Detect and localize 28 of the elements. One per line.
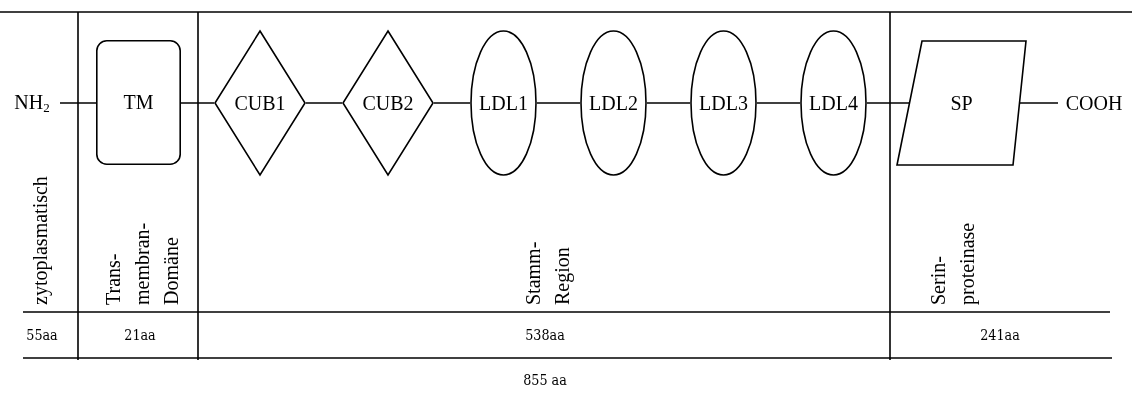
- connector-line: [59, 102, 97, 104]
- total-length-label: 855 aa: [523, 371, 567, 389]
- connector-line: [866, 102, 910, 104]
- connector-line: [646, 102, 691, 104]
- domain-oval: LDL1: [470, 30, 537, 176]
- domain-diamond: CUB1: [214, 30, 306, 176]
- domain-oval: LDL4: [800, 30, 867, 176]
- region-label: Trans- membran- Domäne: [100, 221, 183, 305]
- region-label: zytoplasmatisch: [27, 175, 52, 305]
- terminus-label: COOH: [1058, 88, 1130, 118]
- connector-line: [756, 102, 801, 104]
- domain-oval: LDL3: [690, 30, 757, 176]
- length-label: 538aa: [525, 326, 565, 344]
- region-label: Serin- proteinase: [926, 221, 980, 305]
- domain-parallelogram: SP: [896, 40, 1027, 166]
- connector-line: [433, 102, 471, 104]
- terminus-label: NH$_{2}$: [4, 88, 60, 118]
- connector-line: [1019, 102, 1059, 104]
- region-label: Stamm- Region: [521, 240, 575, 305]
- domain-diamond: CUB2: [342, 30, 434, 176]
- length-label: 55aa: [26, 326, 58, 344]
- domain-oval: LDL2: [580, 30, 647, 176]
- connector-line: [536, 102, 581, 104]
- connector-line: [305, 102, 343, 104]
- connector-line: [180, 102, 215, 104]
- length-label: 21aa: [124, 326, 156, 344]
- domain-box: TM: [96, 40, 181, 165]
- length-label: 241aa: [980, 326, 1020, 344]
